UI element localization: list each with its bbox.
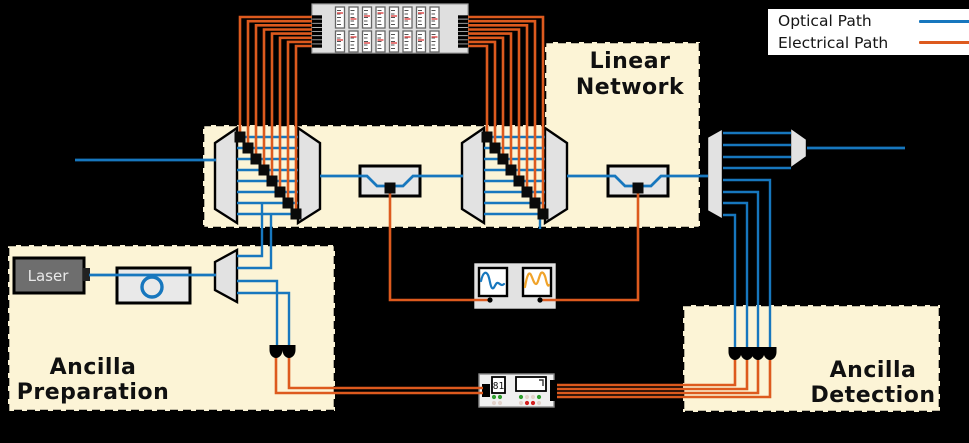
scope-waveform-orange: [523, 271, 551, 289]
linear-network-label: Linear Network: [575, 49, 685, 100]
dac-channel-slider: [334, 6, 346, 29]
oscilloscope: [471, 260, 559, 312]
counter-status-leds: [491, 394, 542, 406]
phase-shifter-cell: [290, 208, 302, 220]
phase-shifter-cell: [521, 186, 533, 198]
scope-terminal: [487, 297, 493, 303]
scope-waveform-blue: [479, 271, 506, 290]
dac-channel-slider: [415, 6, 427, 29]
phase-shifter-cell: [489, 142, 501, 154]
legend-electrical-label: Electrical Path: [778, 33, 889, 52]
legend-row-electrical: Electrical Path: [778, 34, 969, 52]
counter-display: 81: [493, 381, 505, 392]
fiber-loop-box: [115, 266, 192, 305]
phase-shifter-cell: [234, 131, 246, 143]
dac-channel-slider: [388, 6, 400, 29]
dac-channel-slider: [415, 30, 427, 53]
dac-channel-slider: [388, 30, 400, 53]
region-merge-patch: [548, 121, 697, 133]
phase-shifter-cell: [505, 164, 517, 176]
dac-channel-slider: [361, 30, 373, 53]
modulator-electrode: [632, 182, 644, 194]
phase-shifter-cell: [481, 131, 493, 143]
dac-channel-slider: [402, 30, 413, 53]
fiber-ring-icon: [140, 275, 164, 299]
ancilla-preparation-label: Ancilla Preparation: [16, 355, 170, 405]
linear-network-label-box: [543, 40, 702, 132]
phase-shifter-cell: [537, 208, 549, 220]
phase-shifter-cell: [266, 175, 278, 187]
optical-line-swatch: [919, 19, 969, 23]
electrical-path-lines: [238, 15, 772, 399]
dac-channel-slider: [375, 6, 386, 29]
counter-left-ports: [482, 384, 490, 397]
dac-channel-slider: [429, 30, 440, 53]
phase-shifter-cell: [497, 153, 509, 165]
mesh1-fanout-coupler: [213, 125, 239, 226]
dac-channel-slider: [375, 30, 386, 53]
dac-channel-slider: [429, 6, 440, 29]
phase-shifter-cell: [529, 197, 541, 209]
laser-label: Laser: [28, 267, 70, 285]
dac-driver-bank: [311, 3, 469, 54]
phase-shifter-cell: [242, 142, 254, 154]
dac-channel-slider: [334, 30, 346, 53]
phase-shifter-cell: [282, 197, 294, 209]
modulator-electrode: [384, 182, 396, 194]
legend-optical-label: Optical Path: [778, 12, 872, 31]
legend-row-optical: Optical Path: [778, 12, 969, 30]
output-fanout-coupler: [705, 125, 725, 223]
scope-screen-left: [477, 266, 509, 298]
phase-shifter-cell: [274, 186, 286, 198]
counter-screen: [515, 376, 547, 392]
dac-channel-slider: [348, 30, 359, 53]
phase-shifter-cell: [250, 153, 262, 165]
legend: Optical Path Electrical Path: [766, 7, 969, 57]
dac-channel-slider: [402, 6, 413, 29]
output-fanin-coupler: [788, 124, 809, 172]
dac-channel-slider: [348, 6, 359, 29]
phase-shifter-cell: [258, 164, 270, 176]
ancilla-detection-label: Ancilla Detection: [810, 358, 936, 408]
dac-channel-slider: [361, 6, 373, 29]
mesh2-fanout-coupler: [460, 125, 486, 226]
electrical-line-swatch: [919, 41, 969, 45]
scope-terminal: [537, 297, 543, 303]
coincidence-counter: 81: [478, 373, 558, 408]
counter-right-ports: [550, 380, 558, 401]
phase-shifter-cell: [513, 175, 525, 187]
laser-source: Laser: [12, 256, 90, 295]
ancilla-splitter-coupler: [213, 247, 239, 305]
